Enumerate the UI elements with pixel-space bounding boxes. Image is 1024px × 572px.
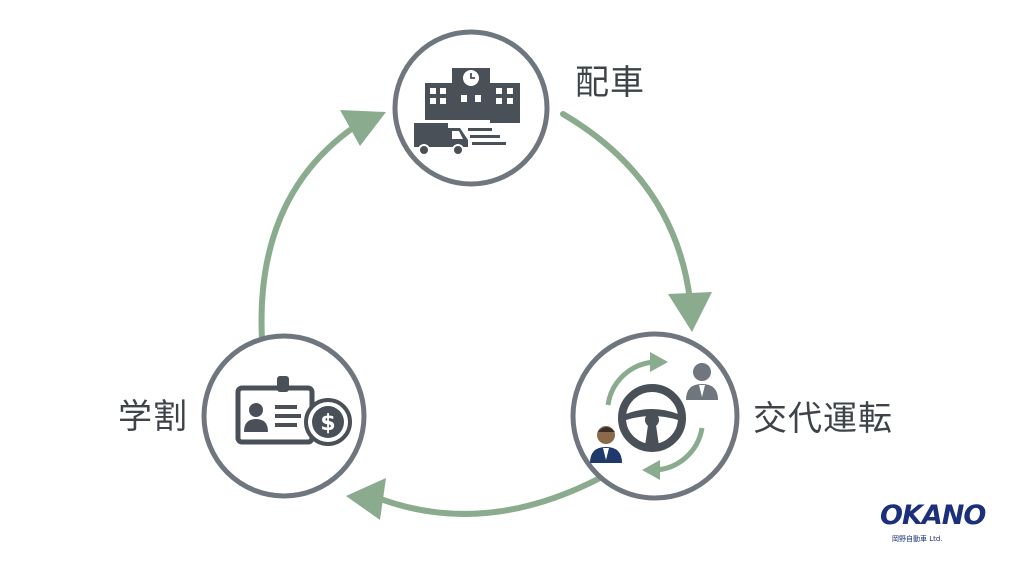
arrowhead-right: [668, 292, 712, 332]
id-card-dollar-icon: $: [235, 376, 352, 446]
node-left-student-discount: $: [201, 333, 367, 499]
arrowhead-left: [346, 478, 386, 520]
logo-subtitle: 岡野自動車 Ltd.: [892, 535, 943, 543]
hospital-van-icon: [413, 68, 520, 156]
node-top-dispatch: [392, 29, 550, 187]
arrow-right-to-left: [367, 475, 603, 517]
arrow-left-to-top: [258, 127, 353, 343]
arrowhead-top: [340, 110, 386, 146]
node-label-dispatch: 配車: [575, 63, 645, 103]
node-right-relay-driving: [570, 331, 740, 501]
svg-text:$: $: [320, 411, 335, 436]
cycle-arrows: [258, 111, 693, 517]
node-label-relay-driving: 交代運転: [753, 399, 893, 439]
node-label-student-discount: 学割: [118, 397, 188, 437]
arrow-top-to-right: [560, 111, 693, 303]
steering-wheel-drivers-icon: [590, 352, 718, 480]
arrow-heads: [340, 110, 712, 520]
brand-logo: OKANO 岡野自動車 Ltd.: [872, 500, 992, 550]
logo-wordmark: OKANO: [880, 500, 986, 531]
